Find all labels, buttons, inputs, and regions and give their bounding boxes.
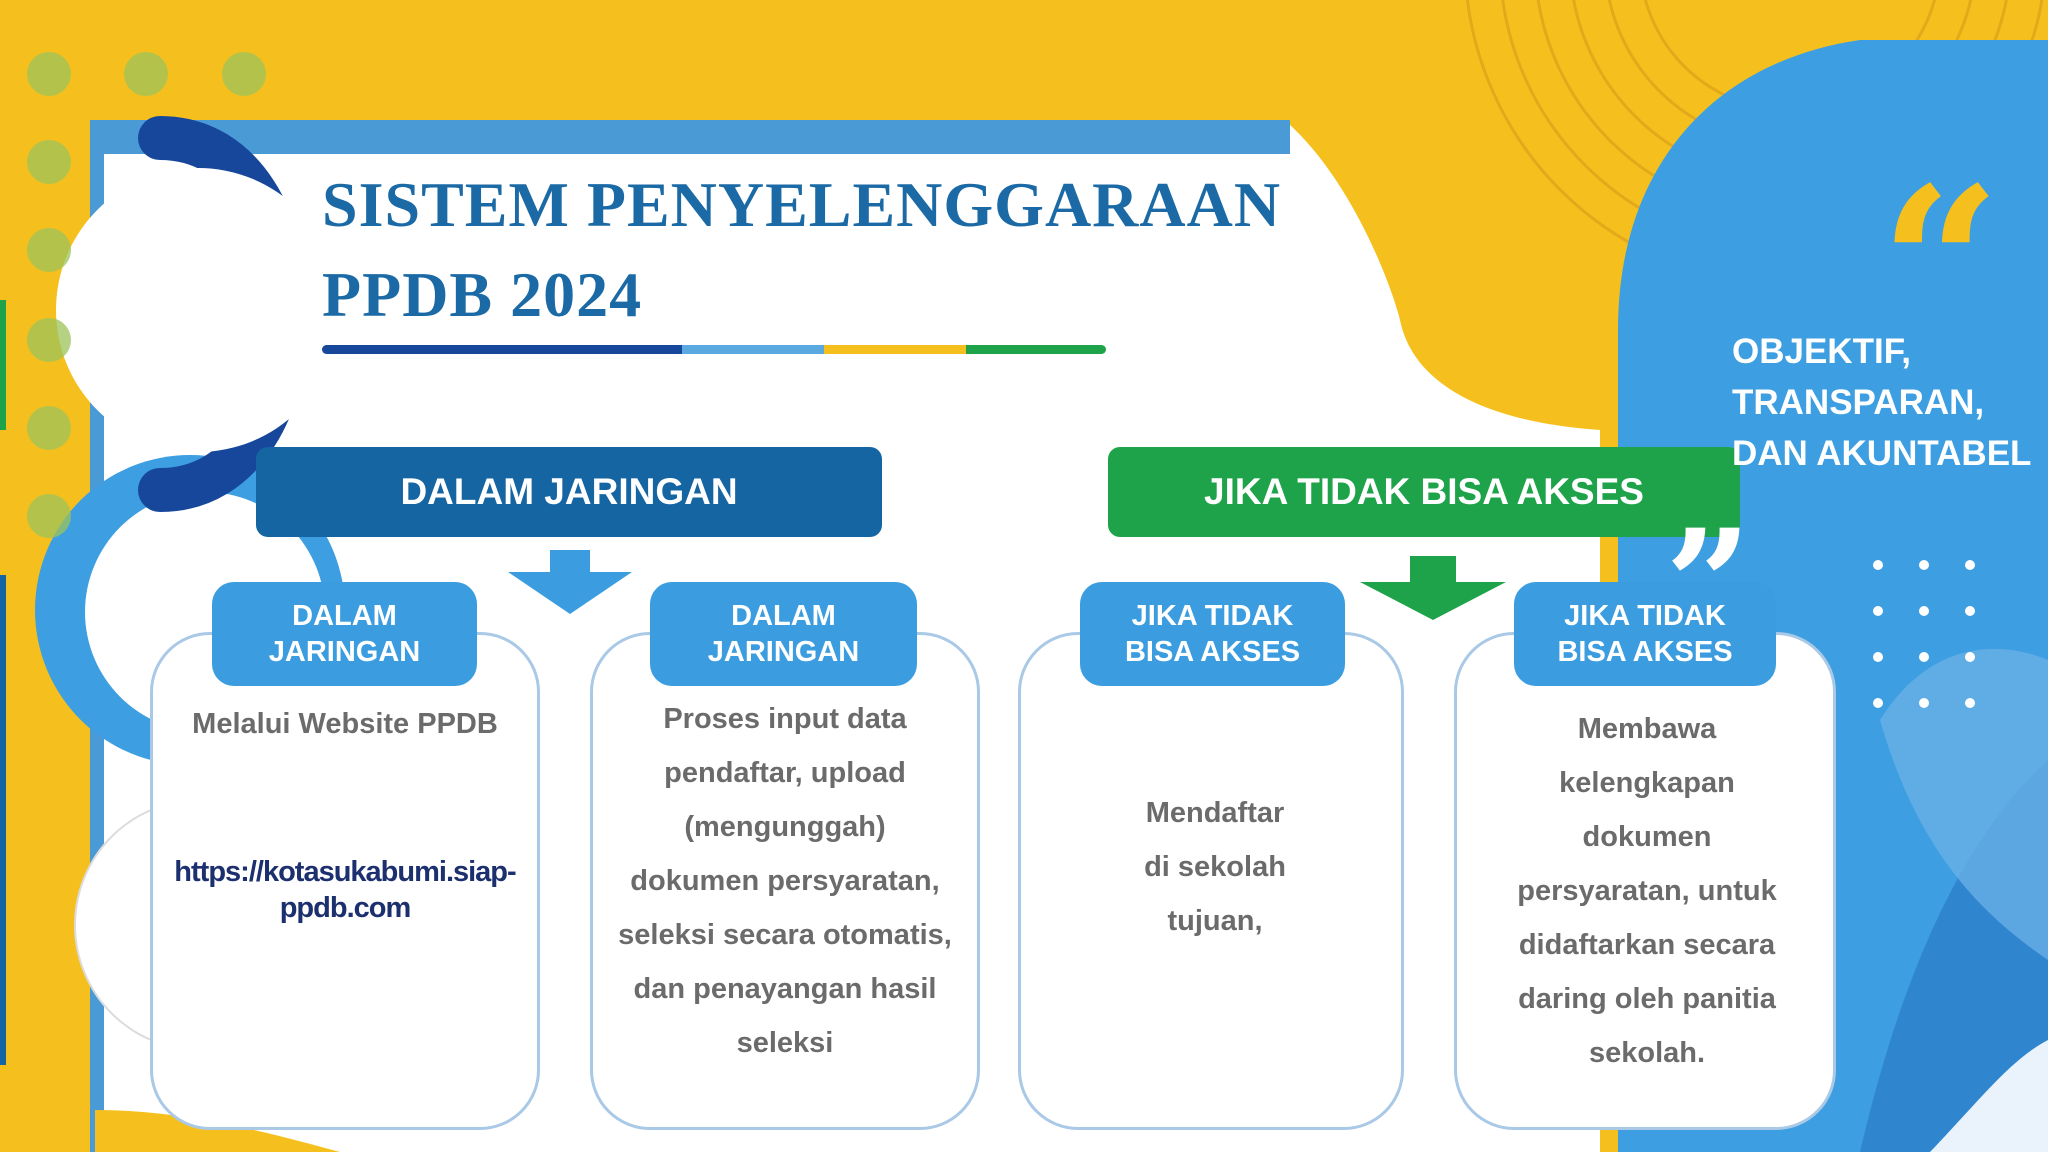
decor-dot — [27, 494, 71, 538]
decor-dot — [27, 406, 71, 450]
page-title-line-2: PPDB 2024 — [322, 258, 642, 332]
offline-section-header: JIKA TIDAK BISA AKSES — [1108, 447, 1740, 537]
online-card-2-text: Proses input data pendaftar, upload (men… — [596, 692, 974, 1070]
decor-dot — [124, 52, 168, 96]
side-motto: OBJEKTIF, TRANSPARAN, DAN AKUNTABEL — [1732, 326, 2031, 479]
dot-grid — [1873, 560, 1983, 710]
offline-card-1-text: Mendaftar di sekolah tujuan, — [1030, 786, 1400, 948]
decor-dot — [222, 52, 266, 96]
online-card-1-text: Melalui Website PPDB — [160, 708, 530, 741]
decor-dot — [27, 228, 71, 272]
offline-card-1-label: JIKA TIDAK BISA AKSES — [1080, 582, 1345, 686]
decor-dot — [27, 140, 71, 184]
ppdb-website-link[interactable]: https://kotasukabumi.siap- ppdb.com — [160, 854, 530, 926]
online-section-header: DALAM JARINGAN — [256, 447, 882, 537]
arrow-down-icon — [508, 550, 632, 614]
page-title-line-1: SISTEM PENYELENGGARAAN — [322, 168, 1281, 242]
decor-dot — [27, 318, 71, 362]
decor-dot — [27, 52, 71, 96]
quote-close-icon: ” — [1665, 510, 1751, 660]
arrow-down-icon — [1360, 556, 1506, 620]
online-card-1-label: DALAM JARINGAN — [212, 582, 477, 686]
offline-card-2-text: Membawa kelengkapan dokumen persyaratan,… — [1462, 702, 1832, 1080]
online-card-2-label: DALAM JARINGAN — [650, 582, 917, 686]
